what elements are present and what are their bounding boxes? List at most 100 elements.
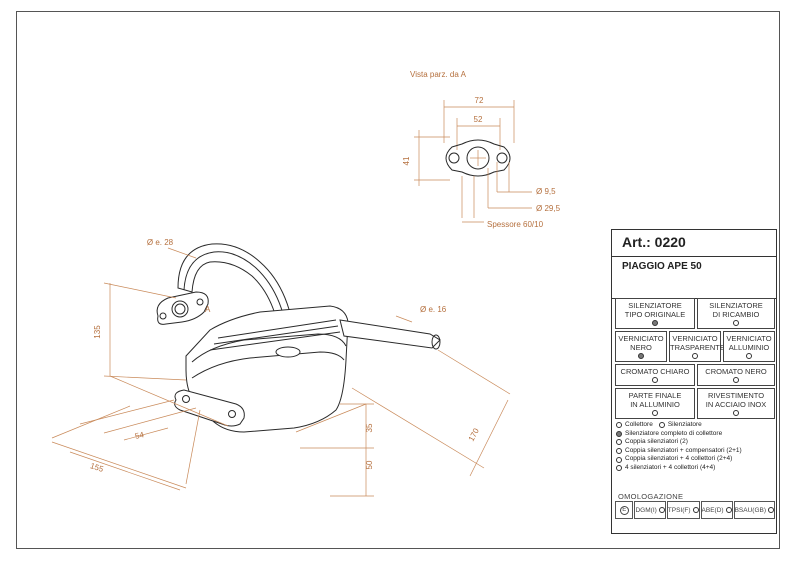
option-original: SILENZIATORE TIPO ORIGINALE bbox=[615, 298, 695, 329]
flange-hole-left-icon bbox=[448, 152, 460, 164]
option-label-2: DI RICAMBIO bbox=[712, 310, 760, 319]
kit-label: Silenziatore bbox=[667, 421, 702, 428]
dim-35: 35 bbox=[365, 423, 374, 432]
dim-bore-diameter: Ø 29,5 bbox=[536, 204, 561, 213]
option-replacement: SILENZIATORE DI RICAMBIO bbox=[697, 298, 775, 329]
sheet-border bbox=[16, 11, 780, 549]
kit-item: Coppia silenziatori + compensatori (2+1) bbox=[616, 447, 776, 456]
homologation-dgm: DGM(I) bbox=[634, 501, 666, 519]
model-name: PIAGGIO APE 50 bbox=[622, 261, 702, 272]
homologation-bsau: BSAU(GB) bbox=[733, 501, 775, 519]
option-label-1: SILENZIATORE bbox=[628, 301, 682, 310]
kit-item: Coppia silenziatori + 4 collettori (2+4) bbox=[616, 455, 776, 464]
article-number: 0220 bbox=[654, 234, 686, 250]
unselected-dot-icon bbox=[692, 507, 699, 513]
dim-thickness: Spessore 60/10 bbox=[487, 220, 544, 229]
option-label-1: CROMATO CHIARO bbox=[620, 367, 690, 376]
article-label: Art.: bbox=[622, 234, 651, 250]
kit-list: Collettore Silenziatore Silenziatore com… bbox=[616, 421, 776, 473]
unselected-dot-icon bbox=[746, 353, 752, 359]
dim-135: 135 bbox=[93, 325, 102, 339]
option-label-1: RIVESTIMENTO bbox=[707, 391, 765, 400]
option-label-2: IN ALLUMINIO bbox=[630, 400, 680, 409]
homologation-title: OMOLOGAZIONE bbox=[618, 492, 684, 501]
exhaust-assembly-view: A Ø e. 28 Ø e. 16 bbox=[51, 238, 511, 497]
dim-155: 155 bbox=[89, 461, 105, 474]
option-label-2: IN ACCIAIO INOX bbox=[705, 400, 767, 409]
option-inox-cover: RIVESTIMENTO IN ACCIAIO INOX bbox=[697, 388, 775, 419]
unselected-dot-icon bbox=[658, 422, 665, 429]
kit-label: Silenziatore completo di collettore bbox=[625, 429, 723, 437]
option-black-paint: VERNICIATO NERO bbox=[615, 331, 667, 362]
flange-detail-view: Vista parz. da A 72 52 41 bbox=[402, 70, 561, 229]
dim-54: 54 bbox=[134, 430, 145, 441]
option-light-chrome: CROMATO CHIARO bbox=[615, 364, 695, 386]
option-black-chrome: CROMATO NERO bbox=[697, 364, 775, 386]
article-row: Art.: 0220 bbox=[612, 230, 776, 257]
option-label-1: PARTE FINALE bbox=[628, 391, 682, 400]
option-label-2: TIPO ORIGINALE bbox=[624, 310, 686, 319]
homologation-label: ABE(D) bbox=[701, 506, 724, 514]
unselected-dot-icon bbox=[616, 422, 622, 429]
kit-label: Coppia silenziatori (2) bbox=[625, 438, 688, 446]
dim-tail-diameter: Ø e. 16 bbox=[420, 305, 447, 314]
unselected-dot-icon bbox=[652, 377, 658, 383]
flange-outline bbox=[445, 139, 511, 177]
unselected-dot-icon bbox=[652, 410, 658, 416]
kit-item: Collettore Silenziatore bbox=[616, 421, 776, 430]
option-label-1: VERNICIATO bbox=[672, 334, 718, 343]
selected-dot-icon bbox=[616, 430, 622, 437]
option-label-1: CROMATO NERO bbox=[705, 367, 767, 376]
model-row: PIAGGIO APE 50 bbox=[612, 257, 776, 299]
dim-170: 170 bbox=[467, 426, 481, 442]
unselected-dot-icon bbox=[692, 353, 698, 359]
unselected-dot-icon bbox=[616, 439, 622, 446]
option-label-1: VERNICIATO bbox=[618, 334, 664, 343]
unselected-dot-icon bbox=[616, 448, 622, 455]
homologation-label: BSAU(GB) bbox=[734, 506, 766, 514]
option-label-1: VERNICIATO bbox=[726, 334, 772, 343]
selected-dot-icon bbox=[638, 353, 644, 359]
homologation-abe: ABE(D) bbox=[700, 501, 733, 519]
view-arrow-label: A bbox=[205, 305, 211, 314]
dim-hole-diameter: Ø 9,5 bbox=[536, 187, 556, 196]
kit-item: Coppia silenziatori (2) bbox=[616, 438, 776, 447]
homologation-tpsi: TPSI(F) bbox=[666, 501, 700, 519]
selected-dot-icon bbox=[652, 320, 658, 326]
option-label-2: TRASPARENTE bbox=[670, 343, 725, 352]
dim-72: 72 bbox=[475, 96, 484, 105]
option-label-2: NERO bbox=[630, 343, 652, 352]
unselected-dot-icon bbox=[616, 465, 622, 472]
pipe-flange bbox=[156, 291, 209, 325]
option-aluminium-paint: VERNICIATO ALLUMINIO bbox=[723, 331, 775, 362]
unselected-dot-icon bbox=[725, 507, 732, 513]
kit-label: Collettore bbox=[625, 421, 653, 428]
kit-label: Coppia silenziatori + 4 collettori (2+4) bbox=[625, 455, 733, 463]
option-label-1: SILENZIATORE bbox=[709, 301, 763, 310]
dim-50: 50 bbox=[365, 460, 374, 469]
kit-label: Coppia silenziatori + compensatori (2+1) bbox=[625, 446, 742, 454]
e-mark-icon: E bbox=[619, 505, 629, 515]
unselected-dot-icon bbox=[658, 507, 665, 513]
unselected-dot-icon bbox=[768, 507, 774, 513]
homologation-label: TPSI(F) bbox=[667, 506, 691, 514]
kit-item: 4 silenziatori + 4 collettori (4+4) bbox=[616, 464, 776, 473]
kit-item: Silenziatore completo di collettore bbox=[616, 430, 776, 439]
flange-hole-right-icon bbox=[496, 152, 508, 164]
mounting-bracket bbox=[174, 389, 245, 427]
dim-52: 52 bbox=[474, 115, 483, 124]
option-label-2: ALLUMINIO bbox=[728, 343, 770, 352]
unselected-dot-icon bbox=[733, 320, 739, 326]
unselected-dot-icon bbox=[733, 377, 739, 383]
kit-label: 4 silenziatori + 4 collettori (4+4) bbox=[625, 463, 716, 471]
tail-pipe bbox=[339, 319, 441, 349]
option-aluminium-end: PARTE FINALE IN ALLUMINIO bbox=[615, 388, 695, 419]
dim-41: 41 bbox=[402, 156, 411, 165]
view-label: Vista parz. da A bbox=[410, 70, 467, 79]
unselected-dot-icon bbox=[616, 456, 622, 463]
flange-bore-icon bbox=[466, 146, 490, 170]
dim-pipe-diameter: Ø e. 28 bbox=[147, 238, 174, 247]
homologation-label: DGM(I) bbox=[635, 506, 657, 514]
